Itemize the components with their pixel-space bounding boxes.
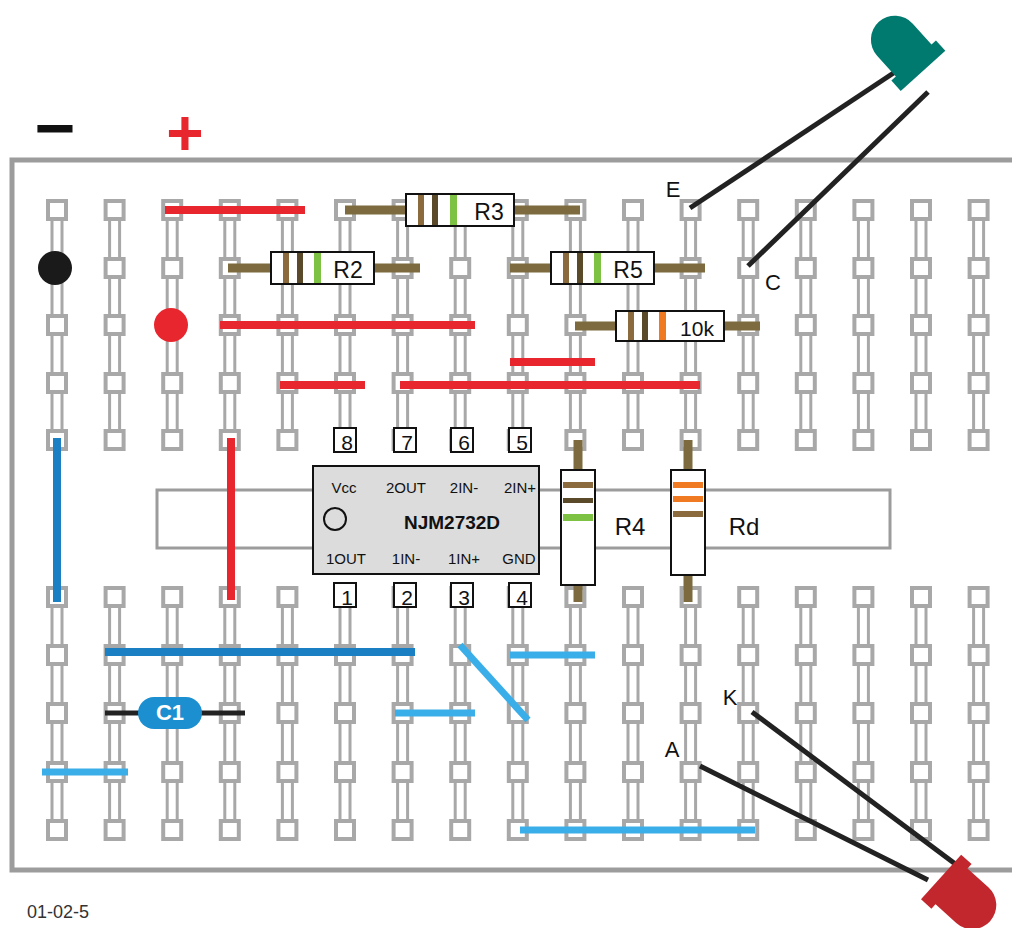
- positive-terminal: [154, 308, 188, 342]
- drawing-number: 01-02-5: [27, 903, 89, 921]
- part-label: 7: [401, 432, 413, 453]
- negative-terminal: [38, 251, 72, 285]
- part-label: 5: [516, 432, 528, 453]
- pin-name: 1IN+: [448, 551, 480, 566]
- part-label: R2: [333, 259, 362, 282]
- pin-name: Vcc: [331, 480, 356, 495]
- resistor-label-box: R3: [405, 193, 515, 227]
- part-label: Rd: [729, 515, 760, 539]
- part-label: R5: [613, 259, 642, 282]
- pin-number-box: 5: [508, 427, 532, 453]
- part-label: R4: [615, 515, 646, 539]
- polarity-mark: −: [35, 93, 76, 163]
- pin-name: E: [666, 179, 681, 201]
- pin-name: C: [765, 272, 781, 294]
- pin-number-box: 4: [508, 582, 532, 608]
- part-label: 10k: [680, 318, 714, 339]
- resistor-label-box: R2: [270, 251, 375, 285]
- pin-number-box: 2: [393, 582, 417, 608]
- pin-name: 2IN+: [504, 480, 536, 495]
- part-label: 1: [341, 587, 353, 608]
- pin-name: GND: [502, 551, 535, 566]
- board-outline: [12, 160, 1012, 870]
- pin-number-box: 3: [450, 582, 474, 608]
- capacitor-body: C1: [138, 697, 202, 729]
- pin-number-box: 1: [333, 582, 357, 608]
- part-label: C1: [156, 702, 184, 724]
- pin-name: K: [723, 687, 738, 709]
- resistor-label-box: 10k: [615, 310, 725, 342]
- part-label: 6: [458, 432, 470, 453]
- part-label: 2: [401, 587, 413, 608]
- lightblue-wires: [42, 645, 755, 830]
- resistor-label-box: R5: [550, 251, 655, 285]
- part-label: 4: [516, 587, 528, 608]
- part-label: 3: [458, 587, 470, 608]
- ic-body: [312, 465, 540, 575]
- part-label: R3: [474, 201, 503, 224]
- pin-number-box: 7: [393, 427, 417, 453]
- red-led: [700, 712, 1010, 928]
- pin-name: 2IN-: [450, 480, 478, 495]
- resistor-leads: [228, 210, 760, 602]
- red-wires: [165, 210, 700, 600]
- pin-name: 1IN-: [392, 551, 420, 566]
- strip-grid: [48, 201, 988, 839]
- ic-chip: Vcc 2OUT 2IN- 2IN+ NJM2732D 1OUT 1IN- 1IN+ GND: [312, 465, 540, 575]
- part-number: NJM2732D: [404, 513, 500, 532]
- green-led: [690, 2, 945, 266]
- resistor-bodies: [270, 193, 725, 585]
- pin-name: 1OUT: [326, 551, 366, 566]
- ic-notch: [324, 508, 346, 530]
- pin-number-box: 8: [333, 427, 357, 453]
- pin-number-box: 6: [450, 427, 474, 453]
- pin-name: 2OUT: [386, 480, 426, 495]
- polarity-mark: +: [166, 101, 203, 165]
- pin-name: A: [665, 739, 680, 761]
- part-label: 8: [341, 432, 353, 453]
